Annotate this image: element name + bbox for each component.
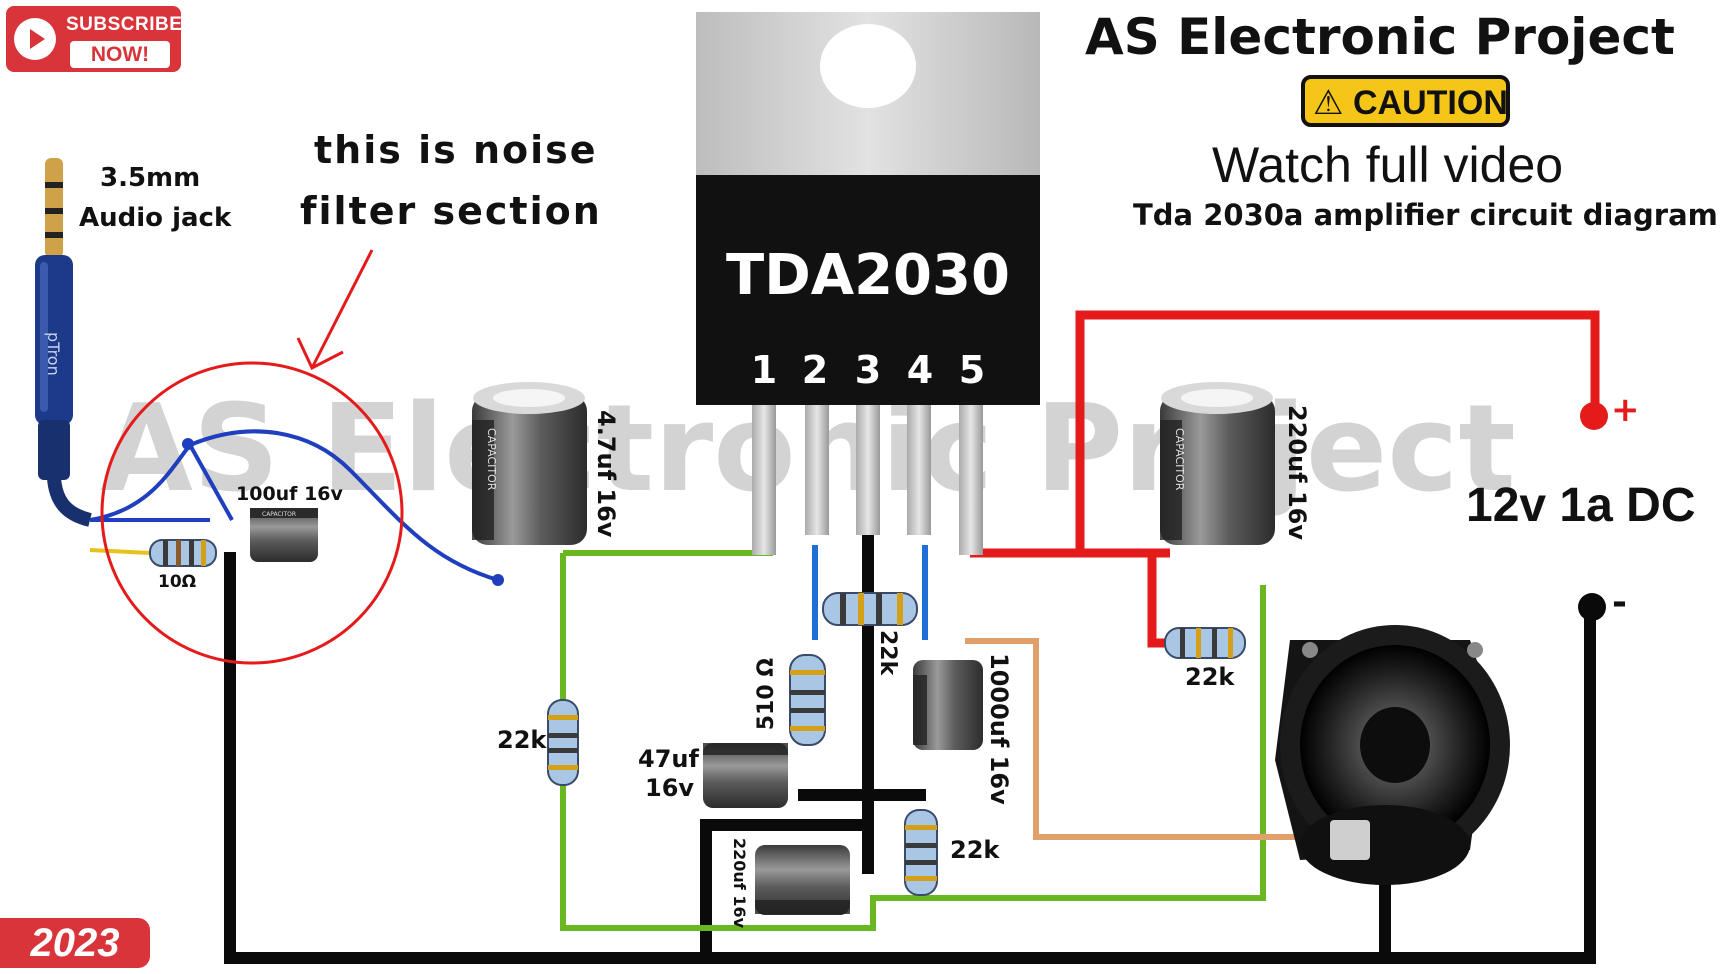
jack-label-2: Audio jack <box>79 203 232 233</box>
resistor-510ohm <box>789 654 826 746</box>
wire-end <box>492 574 504 586</box>
warning-icon: ⚠ <box>1313 83 1344 123</box>
wire-junction <box>182 438 194 450</box>
capacitor-4-7uf: CAPACITOR <box>472 382 587 545</box>
label-22k-pin2-4: 22k <box>875 630 900 676</box>
pin-3-label: 3 <box>855 348 881 392</box>
pin-4-label: 4 <box>907 348 933 392</box>
pin-2-label: 2 <box>802 348 828 392</box>
label-47uf-2: 16v <box>645 774 695 802</box>
capacitor-1000uf <box>913 660 983 750</box>
play-icon <box>14 18 56 60</box>
speaker <box>1275 625 1510 885</box>
watch-video-text: Watch full video <box>1212 137 1564 193</box>
resistor-22k-pin2-4 <box>822 592 918 626</box>
year-badge: 2023 <box>0 918 150 968</box>
caution-badge: ⚠ CAUTION <box>1301 75 1510 127</box>
plus-terminal <box>1580 402 1608 430</box>
pin-1-label: 1 <box>751 348 777 392</box>
noise-label-1: this is noise <box>314 128 598 172</box>
label-4-7uf: 4.7uf 16v <box>592 410 620 538</box>
subscribe-label: SUBSCRIBE <box>66 14 183 35</box>
supply-wires <box>970 310 1600 648</box>
feedback-wires-blue <box>812 545 928 640</box>
noise-filter-highlight <box>100 361 404 665</box>
jack-brand-label: pTron <box>44 332 63 376</box>
ic-name: TDA2030 <box>726 243 1010 308</box>
label-220uf-bottom: 220uf 16v <box>730 838 749 929</box>
resistor-22k-left <box>547 699 579 786</box>
signal-wires-green <box>560 550 1266 931</box>
cap-print: CAPACITOR <box>485 428 498 491</box>
pointer-arrow <box>296 249 374 371</box>
label-47uf-1: 47uf <box>638 745 699 773</box>
label-22k-left: 22k <box>497 726 547 754</box>
label-510ohm: 510 Ω <box>754 658 779 731</box>
label-220uf-supply: 220uf 16v <box>1283 405 1311 541</box>
capacitor-220uf-supply: CAPACITOR <box>1160 382 1275 545</box>
audio-jack: pTron <box>35 158 92 527</box>
label-22k-bottom: 22k <box>950 836 1000 864</box>
now-label: NOW! <box>70 41 170 68</box>
minus-sign: - <box>1612 582 1627 623</box>
caution-label: CAUTION <box>1353 84 1508 122</box>
resistor-10ohm <box>149 539 217 567</box>
pin-5-label: 5 <box>959 348 985 392</box>
tda2030-ic: TDA2030 1 2 3 4 5 <box>696 12 1040 555</box>
resistor-22k-right <box>1164 627 1246 659</box>
cap-print: CAPACITOR <box>262 511 296 518</box>
jack-wires <box>89 429 499 582</box>
plus-sign: + <box>1611 390 1640 430</box>
minus-terminal <box>1578 593 1606 621</box>
noise-label-2: filter section <box>300 189 602 233</box>
speaker-wire <box>965 638 1335 840</box>
label-1000uf: 1000uf 16v <box>985 653 1013 805</box>
channel-title: AS Electronic Project <box>1085 8 1675 66</box>
label-100uf: 100uf 16v <box>236 483 343 505</box>
cap-print: CAPACITOR <box>1173 428 1186 491</box>
subtitle-text: Tda 2030a amplifier circuit diagram <box>1133 198 1718 232</box>
capacitor-100uf: CAPACITOR <box>250 508 318 562</box>
power-label: 12v 1a DC <box>1466 479 1696 532</box>
label-10ohm: 10Ω <box>158 572 197 592</box>
resistor-22k-bottom <box>904 809 938 896</box>
label-22k-right: 22k <box>1185 663 1235 691</box>
jack-label-1: 3.5mm <box>100 163 201 193</box>
capacitor-220uf-bottom <box>755 845 850 915</box>
capacitor-47uf <box>703 743 788 808</box>
subscribe-badge[interactable]: SUBSCRIBE NOW! <box>6 6 183 72</box>
